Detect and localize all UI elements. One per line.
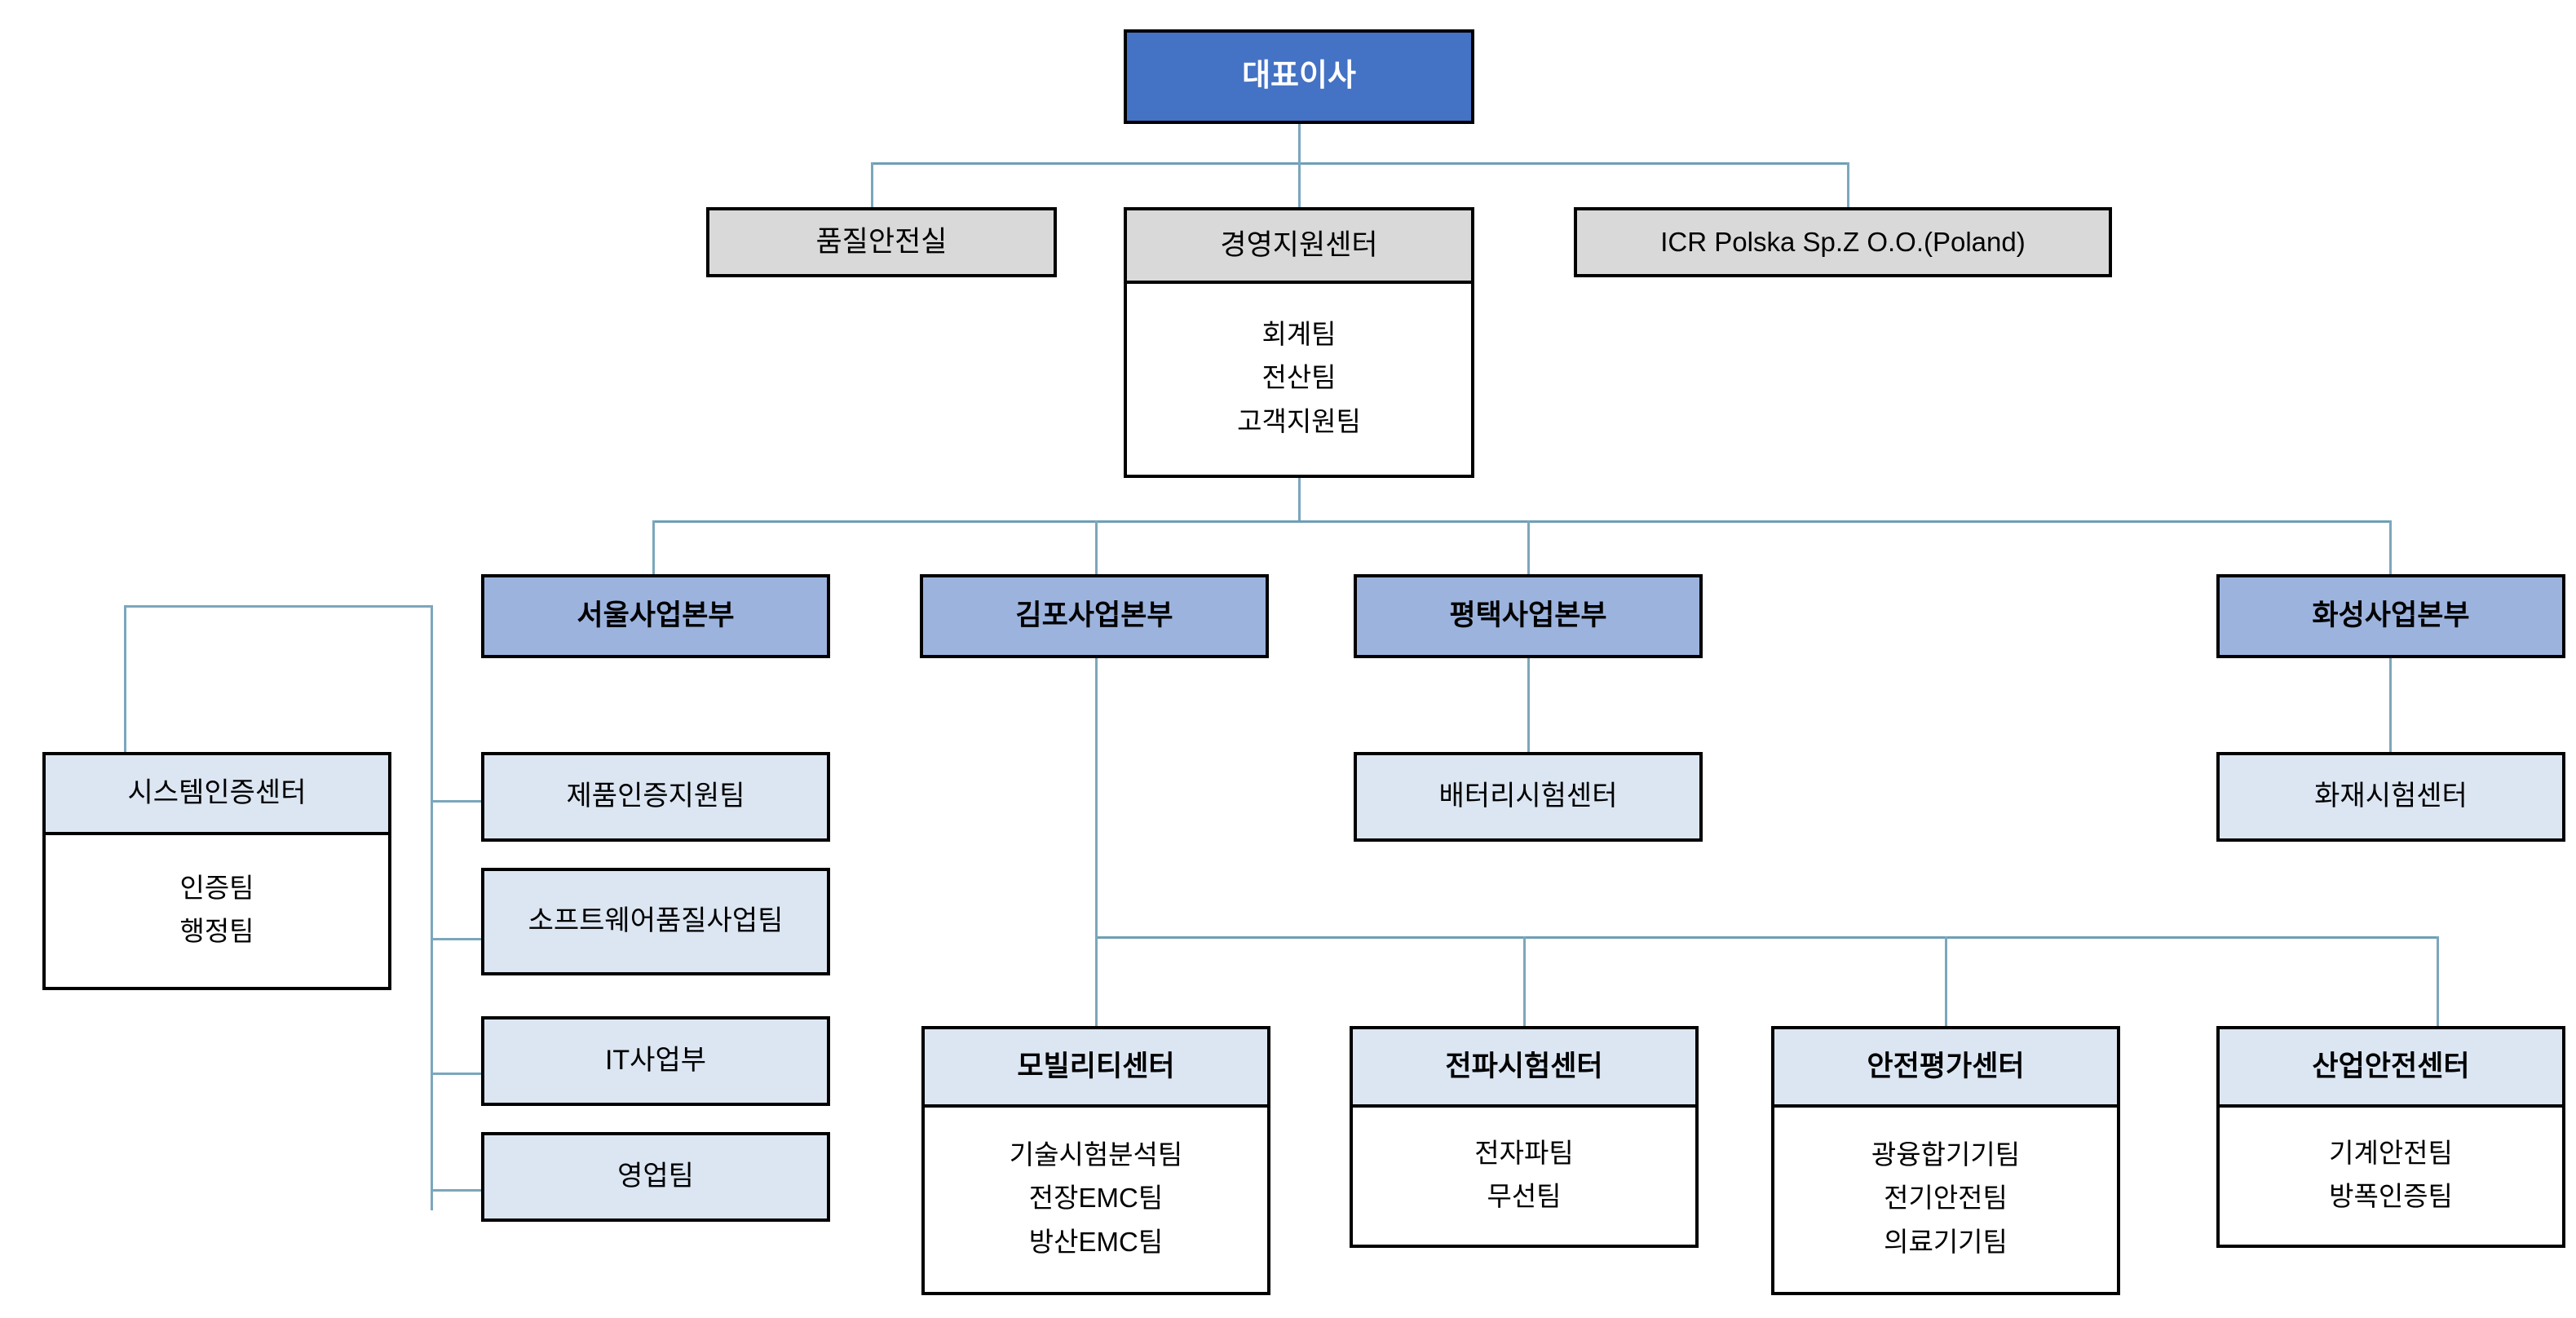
node-it-division-label: IT사업부 [484,1019,827,1103]
node-it-division[interactable]: IT사업부 [481,1016,830,1106]
node-system-cert-center-label: 시스템인증센터 [46,755,388,832]
node-fire-test-center-label: 화재시험센터 [2220,755,2562,838]
connector-to-overseas [1847,162,1849,207]
connector-division-bus [652,520,2392,523]
team-label: 기계안전팀 [2329,1137,2453,1168]
node-division-seoul[interactable]: 서울사업본부 [481,574,830,658]
node-safety-evaluation-center[interactable]: 안전평가센터 광융합기기팀 전기안전팀 의료기기팀 [1771,1026,2120,1295]
node-sales-team-label: 영업팀 [484,1135,827,1218]
connector-seoul-stub-4 [431,1189,481,1192]
node-radio-test-center-teams: 전자파팀 무선팀 [1353,1104,1695,1245]
connector-syscert-down [124,605,126,752]
team-label: 인증팀 [179,872,254,903]
connector-staff-bus [871,162,1849,165]
node-management-center-label: 경영지원센터 [1127,210,1471,281]
node-industrial-safety-center[interactable]: 산업안전센터 기계안전팀 방폭인증팀 [2216,1026,2565,1248]
node-battery-test-center[interactable]: 배터리시험센터 [1354,752,1703,842]
connector-management-down [1298,473,1301,522]
node-division-hwaseong[interactable]: 화성사업본부 [2216,574,2565,658]
node-icr-polska[interactable]: ICR Polska Sp.Z O.O.(Poland) [1574,207,2112,277]
node-icr-polska-label: ICR Polska Sp.Z O.O.(Poland) [1577,210,2109,274]
team-label: 행정팀 [179,916,254,946]
team-label: 회계팀 [1261,318,1337,349]
team-label: 전자파팀 [1474,1137,1574,1168]
node-industrial-safety-center-label: 산업안전센터 [2220,1029,2562,1104]
connector-gimpo-down [1095,658,1098,939]
node-division-gimpo-label: 김포사업본부 [923,577,1266,655]
connector-to-radio [1523,936,1526,1026]
team-label: 광융합기기팀 [1871,1139,2021,1170]
node-division-gimpo[interactable]: 김포사업본부 [920,574,1269,658]
node-software-quality-team[interactable]: 소프트웨어품질사업팀 [481,868,830,975]
team-label: 방산EMC팀 [1028,1226,1164,1257]
node-safety-evaluation-center-label: 안전평가센터 [1774,1029,2117,1104]
connector-seoul-to-syscert-top [124,605,433,608]
node-quality-office[interactable]: 품질안전실 [706,207,1057,277]
node-radio-test-center[interactable]: 전파시험센터 전자파팀 무선팀 [1350,1026,1699,1248]
node-system-cert-center-teams: 인증팀 행정팀 [46,832,388,987]
node-fire-test-center[interactable]: 화재시험센터 [2216,752,2565,842]
connector-seoul-spine [431,605,433,1210]
node-industrial-safety-center-teams: 기계안전팀 방폭인증팀 [2220,1104,2562,1245]
team-label: 기술시험분석팀 [1009,1139,1183,1170]
team-label: 무선팀 [1487,1181,1562,1211]
connector-seoul-stub-1 [431,800,481,803]
node-division-hwaseong-label: 화성사업본부 [2220,577,2562,655]
node-management-center-teams: 회계팀 전산팀 고객지원팀 [1127,281,1471,475]
connector-to-industrial [2437,936,2439,1026]
node-quality-office-label: 품질안전실 [709,210,1054,274]
team-label: 전장EMC팀 [1028,1183,1164,1214]
connector-to-hwaseong [2389,520,2392,574]
node-division-pyeongtaek-label: 평택사업본부 [1357,577,1699,655]
connector-pyeongtaek-down [1527,658,1530,752]
node-radio-test-center-label: 전파시험센터 [1353,1029,1695,1104]
node-management-center[interactable]: 경영지원센터 회계팀 전산팀 고객지원팀 [1124,207,1474,478]
node-software-quality-team-label: 소프트웨어품질사업팀 [484,871,827,972]
node-mobility-center-label: 모빌리티센터 [925,1029,1267,1104]
connector-to-safety [1945,936,1947,1026]
connector-bottom-bus [1095,936,2439,939]
node-mobility-center-teams: 기술시험분석팀 전장EMC팀 방산EMC팀 [925,1104,1267,1292]
connector-to-mobility [1095,936,1098,1026]
connector-to-gimpo [1095,520,1098,574]
node-ceo[interactable]: 대표이사 [1124,29,1474,124]
node-sales-team[interactable]: 영업팀 [481,1132,830,1222]
team-label: 전산팀 [1261,362,1337,393]
node-battery-test-center-label: 배터리시험센터 [1357,755,1699,838]
connector-seoul-stub-3 [431,1073,481,1075]
node-division-pyeongtaek[interactable]: 평택사업본부 [1354,574,1703,658]
team-label: 전기안전팀 [1884,1183,2008,1214]
team-label: 방폭인증팀 [2329,1181,2453,1211]
connector-to-seoul [652,520,655,574]
team-label: 의료기기팀 [1884,1226,2008,1257]
connector-ceo-down [1298,124,1301,165]
node-mobility-center[interactable]: 모빌리티센터 기술시험분석팀 전장EMC팀 방산EMC팀 [921,1026,1270,1295]
node-product-cert-support-team[interactable]: 제품인증지원팀 [481,752,830,842]
team-label: 고객지원팀 [1237,405,1361,436]
node-product-cert-support-team-label: 제품인증지원팀 [484,755,827,838]
node-division-seoul-label: 서울사업본부 [484,577,827,655]
connector-to-pyeongtaek [1527,520,1530,574]
connector-seoul-stub-2 [431,938,481,940]
node-safety-evaluation-center-teams: 광융합기기팀 전기안전팀 의료기기팀 [1774,1104,2117,1292]
node-ceo-label: 대표이사 [1127,33,1471,121]
node-system-cert-center[interactable]: 시스템인증센터 인증팀 행정팀 [42,752,391,990]
connector-hwaseong-down [2389,658,2392,752]
connector-to-quality [871,162,873,207]
connector-to-management [1298,162,1301,207]
